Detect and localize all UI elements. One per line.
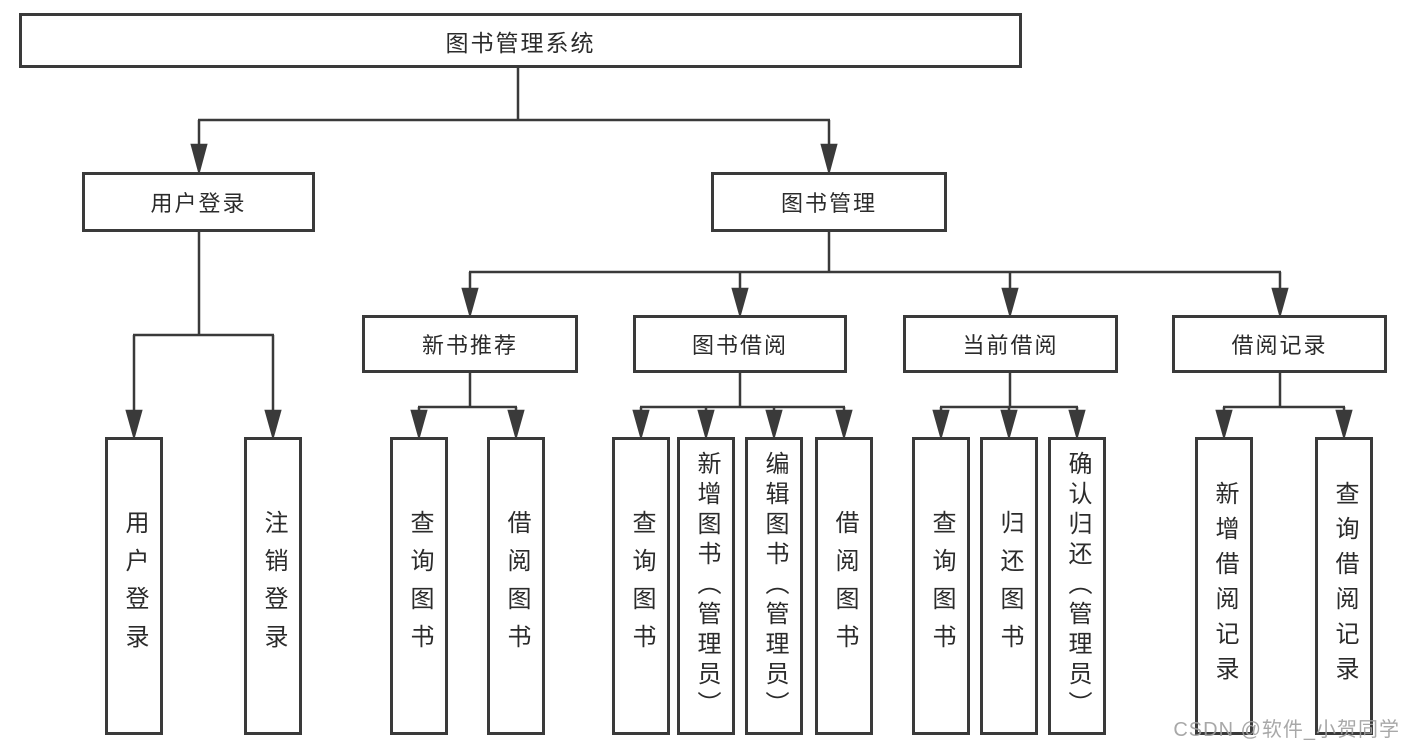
leaf-add-book-admin: 新增图书（管理员） (677, 437, 735, 735)
leaf-recommend-borrow-book: 借阅图书 (487, 437, 545, 735)
node-library-management-system: 图书管理系统 (19, 13, 1022, 68)
node-borrow-record: 借阅记录 (1172, 315, 1387, 373)
leaf-current-query-book: 查询图书 (912, 437, 970, 735)
node-book-borrow: 图书借阅 (633, 315, 847, 373)
leaf-query-borrow-record: 查询借阅记录 (1315, 437, 1373, 735)
leaf-add-borrow-record: 新增借阅记录 (1195, 437, 1253, 735)
leaf-recommend-query-book: 查询图书 (390, 437, 448, 735)
leaf-logout: 注销登录 (244, 437, 302, 735)
node-current-borrow: 当前借阅 (903, 315, 1118, 373)
leaf-borrow-query-book: 查询图书 (612, 437, 670, 735)
leaf-edit-book-admin: 编辑图书（管理员） (745, 437, 803, 735)
csdn-watermark: CSDN @软件_小贺同学 (1173, 719, 1400, 741)
node-new-book-recommend: 新书推荐 (362, 315, 578, 373)
leaf-user-login: 用户登录 (105, 437, 163, 735)
leaf-borrow-book: 借阅图书 (815, 437, 873, 735)
node-book-management: 图书管理 (711, 172, 947, 232)
leaf-return-book: 归还图书 (980, 437, 1038, 735)
node-user-login: 用户登录 (82, 172, 315, 232)
leaf-confirm-return-admin: 确认归还（管理员） (1048, 437, 1106, 735)
